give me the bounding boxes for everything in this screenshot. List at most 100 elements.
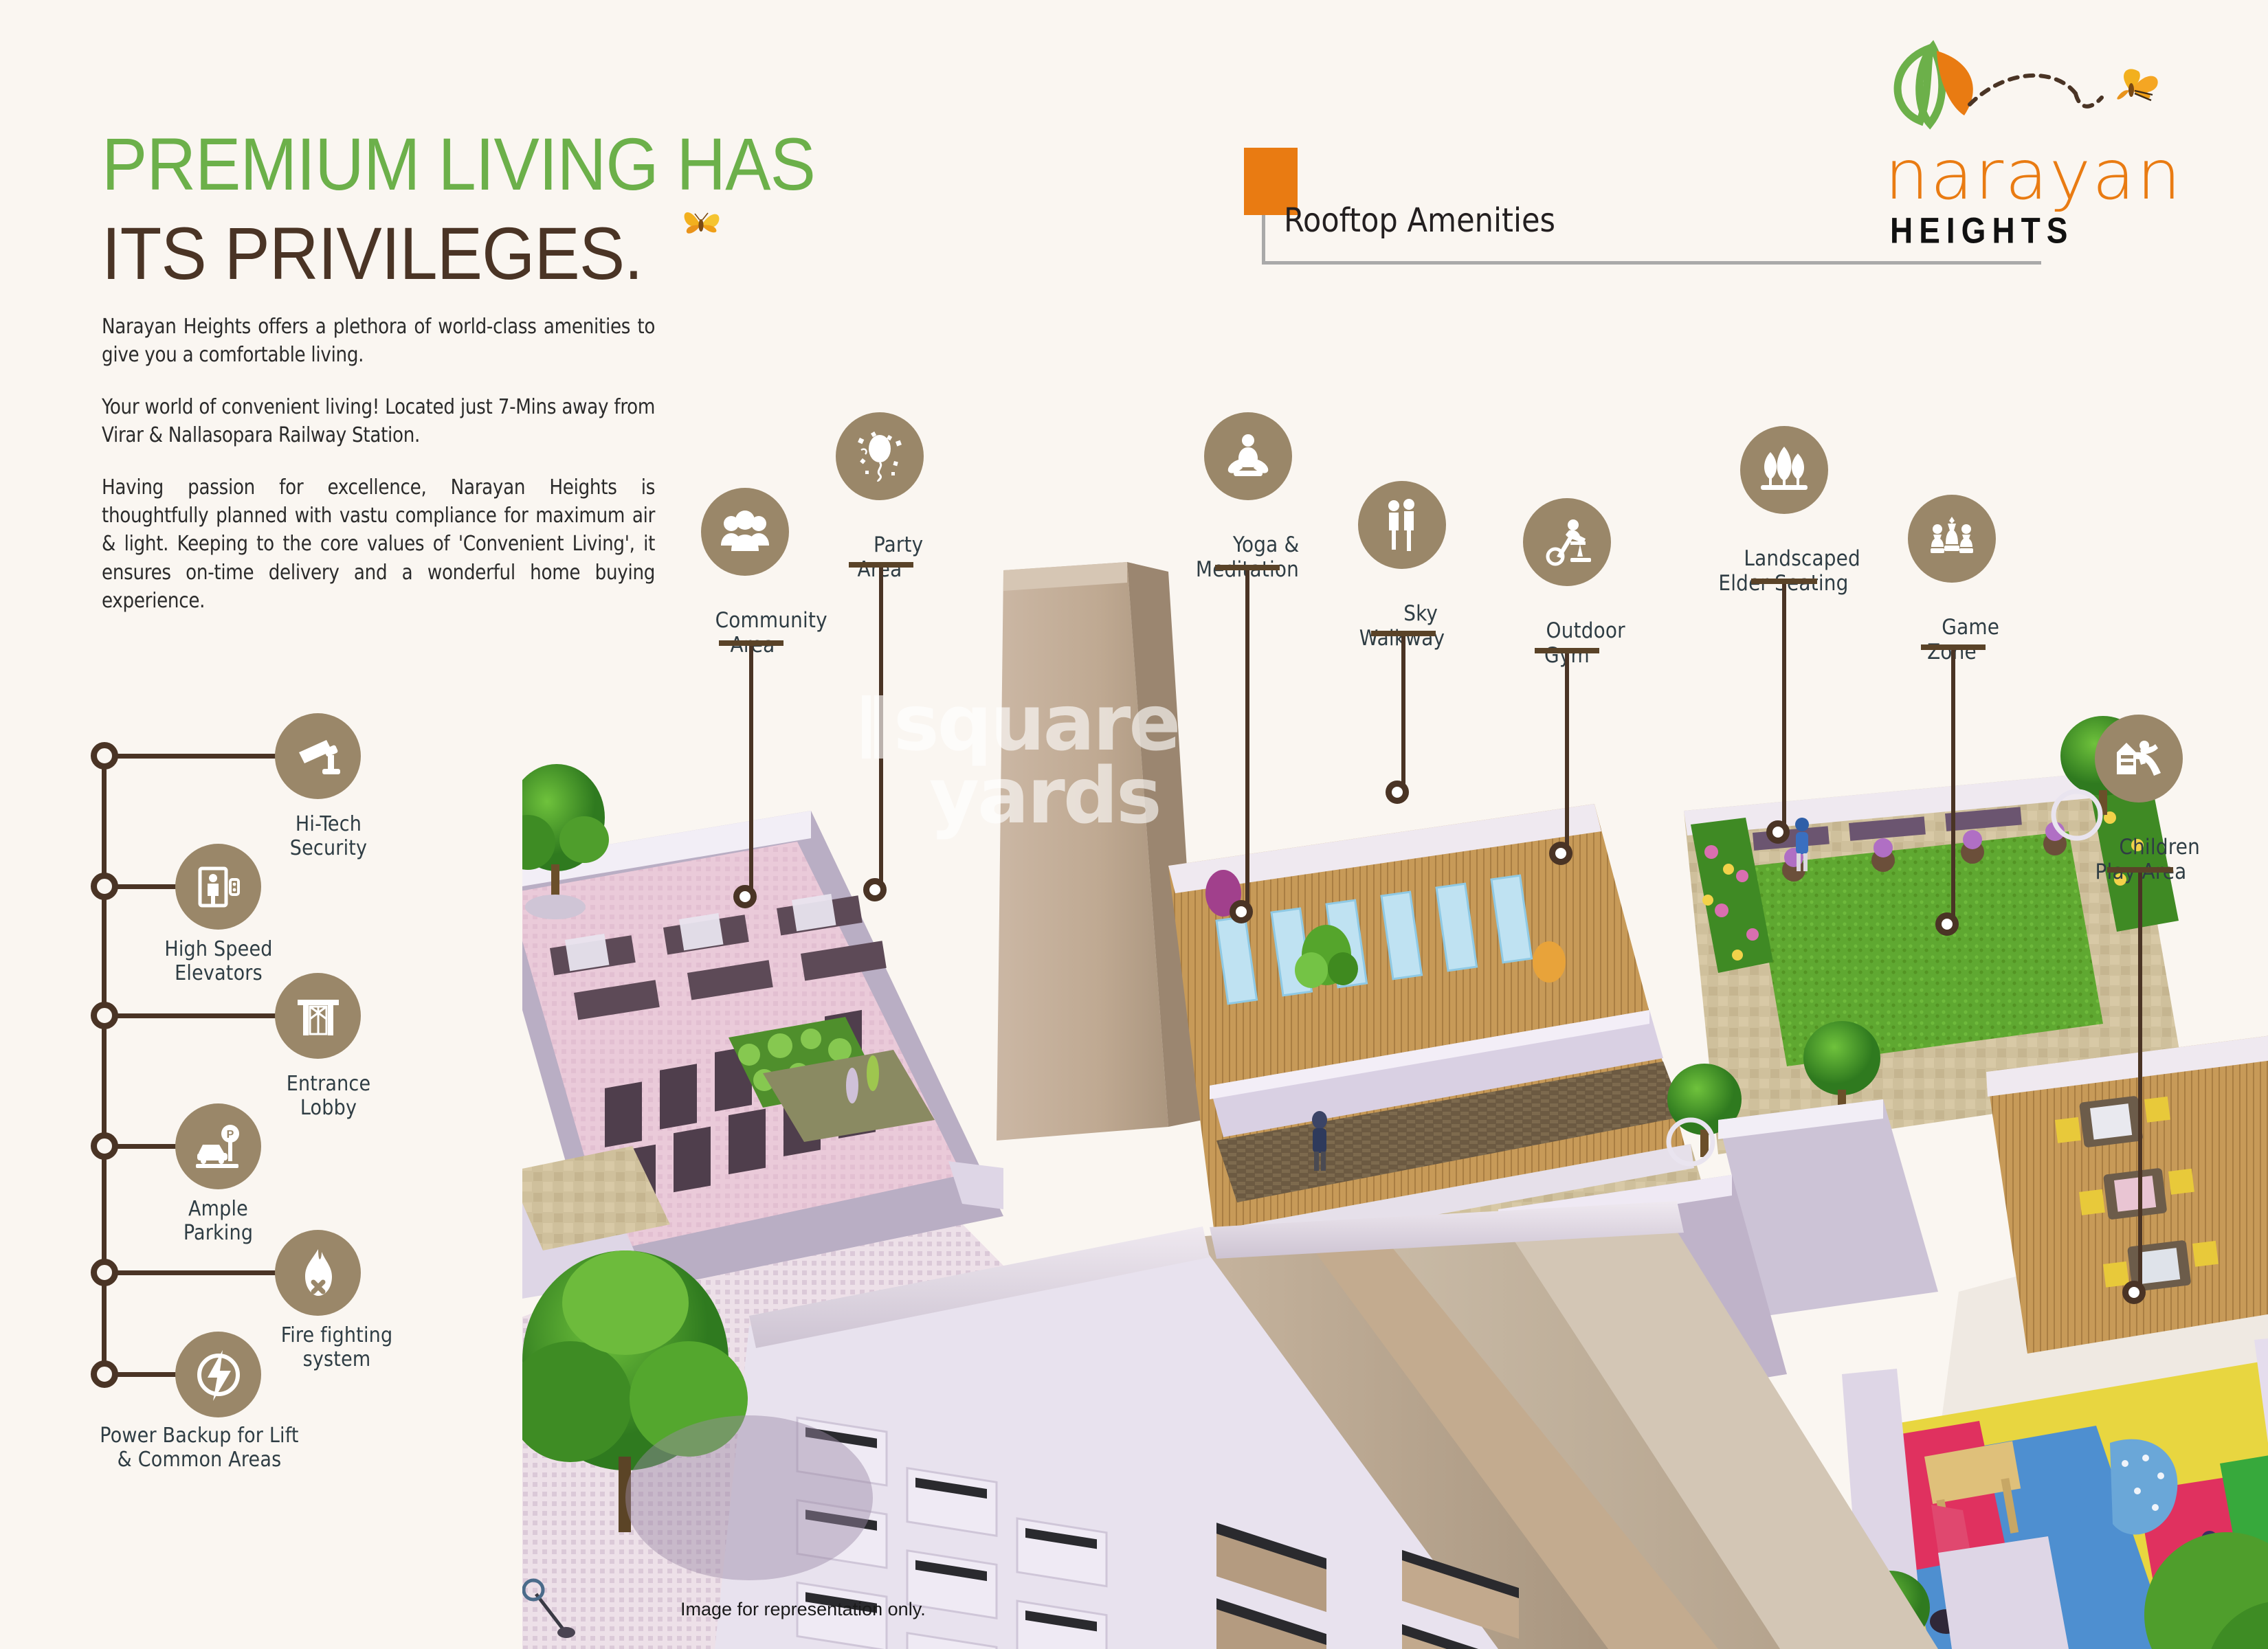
section-header: Rooftop Amenities bbox=[1244, 148, 2041, 265]
callout-bar-6 bbox=[1921, 644, 1986, 650]
callout-dot-2 bbox=[1230, 900, 1253, 923]
callout-dot-7 bbox=[2122, 1281, 2146, 1304]
feature-label-5-text: Fire fighting system bbox=[280, 1323, 393, 1372]
callout-dot-5 bbox=[1766, 820, 1790, 844]
high-speed-elevators-icon-circle[interactable] bbox=[175, 844, 261, 930]
power-bolt-icon bbox=[197, 1349, 240, 1401]
callout-stem-0 bbox=[749, 646, 753, 897]
party-area-icon-circle[interactable] bbox=[836, 412, 924, 500]
slide-playground-icon bbox=[2117, 741, 2161, 776]
feature-label-3: Entrance Lobby bbox=[267, 1072, 390, 1121]
callout-stem-7 bbox=[2138, 873, 2142, 1293]
sky-walkway-icon-circle[interactable] bbox=[1358, 481, 1446, 569]
intro-paragraph-1: Narayan Heights offers a plethora of wor… bbox=[102, 315, 656, 368]
feature-label-1: Hi-Tech Security bbox=[267, 812, 390, 861]
feature-label-4: Ample Parking bbox=[124, 1197, 313, 1246]
cctv-camera-icon bbox=[298, 739, 340, 774]
callout-label-text-7: Children Play Area bbox=[2095, 834, 2200, 884]
logo-wordmark: narayan bbox=[1885, 135, 2183, 215]
intro-paragraph-3: Having passion for excellence, Narayan H… bbox=[102, 475, 656, 614]
logo-subtext: HEIGHTS bbox=[1890, 210, 2074, 251]
callout-label-children-play-area: Children Play Area bbox=[2062, 811, 2220, 910]
callout-stem-6 bbox=[1951, 650, 1955, 925]
svg-text:P: P bbox=[226, 1129, 234, 1141]
feature-arm-1 bbox=[114, 754, 286, 759]
community-area-icon-circle[interactable] bbox=[701, 488, 789, 576]
lotus-pose-icon bbox=[1227, 434, 1269, 476]
callout-bar-4 bbox=[1535, 648, 1599, 653]
feature-label-5: Fire fighting system bbox=[254, 1323, 419, 1372]
feature-arm-3 bbox=[114, 1013, 286, 1018]
headline-line-1: PREMIUM LIVING HAS bbox=[102, 122, 816, 205]
callout-label-text-1: Party Area bbox=[858, 532, 924, 582]
fire-extinguish-icon bbox=[304, 1248, 332, 1296]
two-people-walking-icon bbox=[1388, 499, 1414, 551]
callout-bar-1 bbox=[849, 562, 913, 568]
feature-label-2: High Speed Elevators bbox=[115, 937, 322, 986]
revolving-door-icon bbox=[297, 999, 339, 1035]
callout-dot-4 bbox=[1549, 842, 1572, 865]
building-illustration bbox=[522, 562, 2268, 1649]
feature-label-4-text: Ample Parking bbox=[183, 1197, 254, 1246]
feature-node-5 bbox=[91, 1259, 118, 1286]
intro-paragraph-2: Your world of convenient living! Located… bbox=[102, 394, 656, 448]
outdoor-gym-icon-circle[interactable] bbox=[1523, 498, 1611, 586]
logo-leaves-and-butterfly bbox=[1893, 40, 2158, 130]
feature-amenities-tree: Hi-Tech Security High Speed Elevators bbox=[82, 713, 564, 1472]
callout-dot-0 bbox=[733, 885, 757, 908]
callout-stem-5 bbox=[1782, 584, 1786, 833]
feature-label-2-text: High Speed Elevators bbox=[164, 937, 273, 986]
feature-arm-2 bbox=[114, 884, 186, 889]
feature-label-6-text: Power Backup for Lift & Common Areas bbox=[100, 1424, 299, 1472]
section-accent-square bbox=[1244, 148, 1298, 215]
feature-arm-6 bbox=[114, 1372, 186, 1377]
callout-label-text-6: Game Zone bbox=[1927, 614, 2000, 664]
disclaimer-text: Image for representation only. bbox=[680, 1599, 926, 1619]
children-play-area-icon-circle[interactable] bbox=[2095, 715, 2183, 803]
callout-bar-2 bbox=[1215, 565, 1280, 570]
narayan-heights-logo: narayan HEIGHTS bbox=[1849, 27, 2206, 251]
yoga-meditation-icon-circle[interactable] bbox=[1204, 412, 1292, 500]
intro-paragraphs: Narayan Heights offers a plethora of wor… bbox=[102, 313, 672, 616]
callout-dot-3 bbox=[1386, 781, 1409, 804]
power-backup-icon-circle[interactable] bbox=[175, 1332, 261, 1417]
callout-dot-6 bbox=[1935, 912, 1959, 936]
callout-bar-5 bbox=[1751, 579, 1817, 584]
hi-tech-security-icon-circle[interactable] bbox=[275, 713, 361, 799]
callout-stem-2 bbox=[1245, 570, 1249, 914]
section-header-frame bbox=[1262, 174, 2041, 265]
fire-fighting-icon-circle[interactable] bbox=[275, 1230, 361, 1316]
callout-label-text-4: Outdoor Gym bbox=[1544, 618, 1625, 668]
feature-label-6: Power Backup for Lift & Common Areas bbox=[7, 1424, 392, 1472]
callout-bar-7 bbox=[2107, 867, 2173, 873]
callout-bar-3 bbox=[1371, 631, 1436, 636]
entrance-lobby-icon-circle[interactable] bbox=[275, 973, 361, 1059]
callout-stem-3 bbox=[1401, 636, 1405, 793]
balloon-confetti-icon bbox=[858, 431, 902, 482]
elevator-icon bbox=[198, 866, 240, 907]
callout-label-text-0: Community Area bbox=[715, 607, 827, 658]
feature-label-3-text: Entrance Lobby bbox=[286, 1072, 371, 1121]
game-zone-icon-circle[interactable] bbox=[1908, 495, 1996, 583]
ample-parking-icon-circle[interactable]: P bbox=[175, 1103, 261, 1189]
butterfly-icon bbox=[684, 212, 720, 234]
headline-line-2: ITS PRIVILEGES. bbox=[102, 212, 643, 295]
callout-dot-1 bbox=[863, 878, 887, 901]
feature-arm-5 bbox=[114, 1270, 286, 1275]
callout-stem-1 bbox=[879, 568, 883, 890]
exercise-bike-icon bbox=[1546, 519, 1591, 566]
section-title: Rooftop Amenities bbox=[1284, 201, 1556, 240]
chess-pieces-icon bbox=[1931, 517, 1973, 553]
car-parking-icon: P bbox=[195, 1124, 239, 1168]
feature-arm-4 bbox=[114, 1144, 186, 1149]
page-headline: PREMIUM LIVING HAS ITS PRIVILEGES. bbox=[102, 127, 926, 291]
shrubs-icon bbox=[1761, 447, 1808, 490]
callout-stem-4 bbox=[1565, 653, 1569, 854]
people-group-icon bbox=[721, 511, 769, 551]
callout-bar-0 bbox=[719, 640, 783, 646]
callout-label-text-5: Landscaped Elder Seating bbox=[1718, 546, 1860, 596]
landscaped-elder-seating-icon-circle[interactable] bbox=[1740, 426, 1828, 514]
feature-tree-spine bbox=[102, 752, 107, 1384]
feature-label-1-text: Hi-Tech Security bbox=[289, 812, 368, 861]
